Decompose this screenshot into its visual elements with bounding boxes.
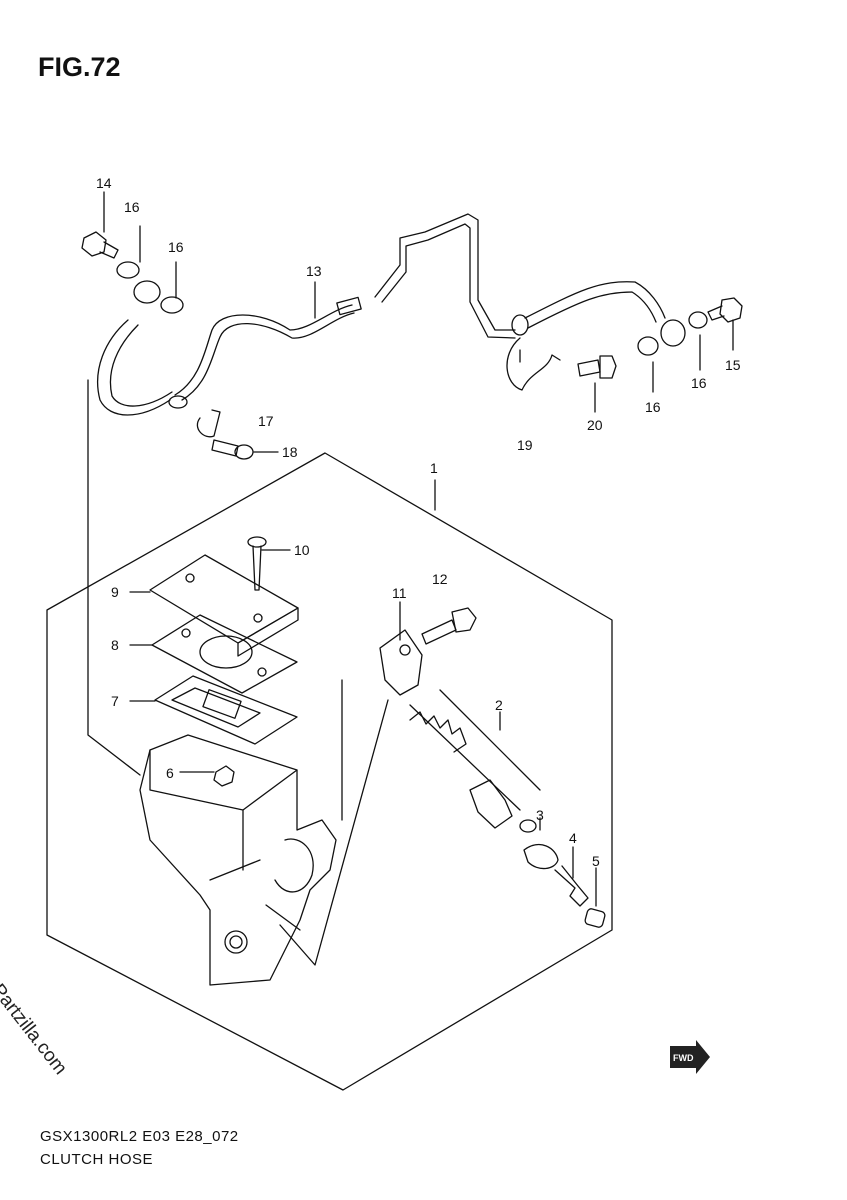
washer-icon	[688, 311, 708, 329]
callout-label: 16	[691, 375, 707, 391]
callout-label: 2	[495, 697, 503, 713]
callout-label: 8	[111, 637, 119, 653]
pushrod-icon	[554, 865, 589, 907]
callout-label: 16	[124, 199, 140, 215]
reservoir-cap	[149, 554, 299, 644]
fwd-label: FWD	[673, 1053, 694, 1063]
dust-boot-icon	[523, 844, 559, 870]
holder-bolt-icon	[421, 607, 477, 645]
callout-label: 10	[294, 542, 310, 558]
banjo-bolt-left-icon	[81, 231, 119, 259]
piston-seal-icon	[519, 819, 537, 833]
banjo-bolt-right-icon	[707, 297, 743, 323]
callout-label: 1	[430, 460, 438, 476]
piston-spring-icon	[409, 711, 513, 829]
pushrod-cap-icon	[584, 908, 606, 928]
hose-clamp-icon	[196, 409, 221, 438]
diaphragm-plate	[151, 614, 298, 694]
callout-label: 9	[111, 584, 119, 600]
model-code: GSX1300RL2 E03 E28_072	[40, 1128, 239, 1145]
cap-screw-icon	[247, 536, 267, 591]
hose-fitting-left	[168, 395, 188, 409]
washer-icon	[116, 261, 140, 279]
section-name: CLUTCH HOSE	[40, 1151, 154, 1168]
banjo-eye-left	[133, 280, 161, 304]
callout-label: 11	[392, 585, 407, 601]
bleeder-screw-icon	[213, 765, 235, 787]
washer-icon	[160, 296, 184, 314]
callout-label: 3	[536, 807, 544, 823]
figure-title: FIG.72	[38, 52, 121, 82]
callout-label: 14	[96, 175, 112, 191]
banjo-eye-right	[660, 319, 686, 347]
clamp-bolt-icon	[211, 439, 254, 460]
hose-guide-line	[87, 379, 141, 776]
callout-label: 6	[166, 765, 174, 781]
callout-label: 15	[725, 357, 741, 373]
clamp-bolt-right-icon	[577, 355, 617, 379]
lever-holder-icon	[379, 629, 423, 696]
callout-label: 19	[517, 437, 533, 453]
callout-label: 4	[569, 830, 577, 846]
hose-clamp-right-icon	[506, 337, 561, 391]
master-cylinder-body	[139, 734, 337, 986]
callout-label: 7	[111, 693, 119, 709]
callout-label: 17	[258, 413, 274, 429]
callout-label: 18	[282, 444, 298, 460]
kit-bracket-line	[409, 689, 541, 811]
leader-lines	[103, 191, 734, 907]
assembly-outline	[46, 452, 613, 1091]
callout-label: 16	[645, 399, 661, 415]
callout-label: 13	[306, 263, 322, 279]
callout-label: 16	[168, 239, 184, 255]
callout-label: 12	[432, 571, 448, 587]
callout-label: 20	[587, 417, 603, 433]
callout-label: 5	[592, 853, 600, 869]
forward-arrow-icon: FWD	[670, 1040, 710, 1074]
diaphragm	[154, 675, 298, 745]
washer-icon	[637, 336, 659, 356]
hose-fitting-right	[511, 314, 529, 336]
hose-joint-top	[336, 296, 362, 316]
clutch-hose	[96, 213, 666, 416]
